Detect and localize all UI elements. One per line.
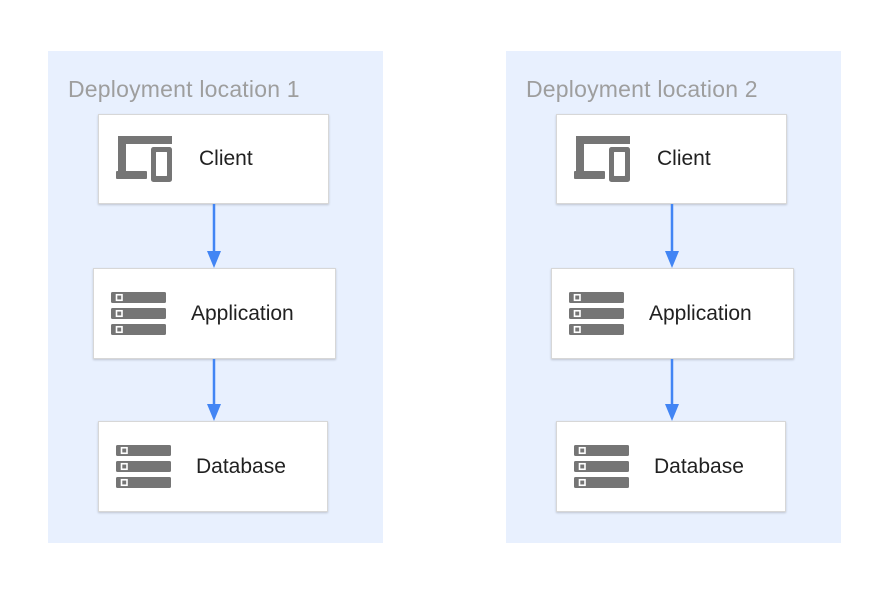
- server-stack-icon: [111, 292, 166, 335]
- node-label: Application: [191, 301, 294, 325]
- arrow-client-to-application: [207, 204, 221, 268]
- arrow-application-to-database: [665, 359, 679, 421]
- server-stack-icon: [569, 292, 624, 335]
- node-application: Application: [551, 268, 794, 359]
- deployment-panel-2: Deployment location 2 Client: [506, 51, 841, 543]
- node-label: Client: [199, 147, 253, 170]
- node-label: Database: [654, 454, 744, 478]
- node-database: Database: [556, 421, 786, 512]
- panel-title: Deployment location 2: [526, 76, 758, 102]
- node-client: Client: [98, 114, 329, 204]
- arrow-client-to-application: [665, 204, 679, 268]
- client-devices-icon: [116, 136, 174, 182]
- node-label: Client: [657, 147, 711, 170]
- node-database: Database: [98, 421, 328, 512]
- server-stack-icon: [574, 445, 629, 488]
- node-label: Database: [196, 454, 286, 478]
- panel-title: Deployment location 1: [68, 76, 300, 102]
- node-application: Application: [93, 268, 336, 359]
- server-stack-icon: [116, 445, 171, 488]
- arrow-application-to-database: [207, 359, 221, 421]
- node-client: Client: [556, 114, 787, 204]
- node-label: Application: [649, 301, 752, 325]
- deployment-panel-1: Deployment location 1 Client: [48, 51, 383, 543]
- client-devices-icon: [574, 136, 632, 182]
